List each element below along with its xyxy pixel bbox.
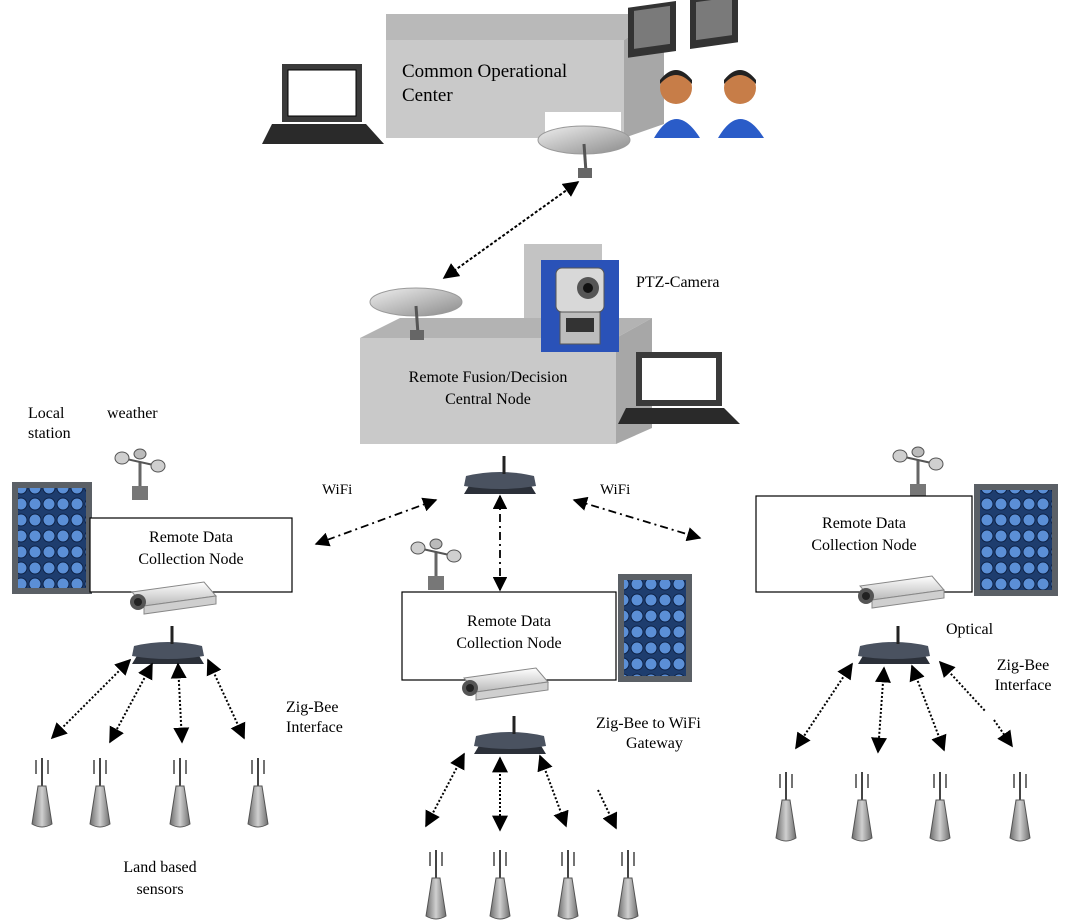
sensors-left	[31, 757, 269, 828]
node-mid-line2: Collection Node	[456, 635, 562, 652]
sensors-right	[775, 771, 1031, 842]
wifi-link-right	[572, 496, 702, 542]
wifi-label-left: WiFi	[322, 482, 353, 494]
sensors-mid	[425, 849, 639, 920]
satellite-dish-top-icon	[536, 112, 632, 180]
node-right-line1: Remote Data	[822, 515, 906, 532]
ptz-camera-icon	[541, 260, 619, 352]
node-mid-line1: Remote Data	[467, 613, 551, 630]
solar-panel-right-icon	[974, 484, 1058, 596]
weather-label-station: station	[28, 425, 71, 438]
operators-icon	[628, 0, 764, 138]
fusion-title-line2: Central Node	[445, 391, 531, 408]
zigbee-left-line2: Interface	[286, 719, 343, 736]
gateway-line1: Zig-Bee to WiFi	[596, 715, 701, 732]
zigbee-links-left	[50, 658, 246, 744]
node-left-box	[89, 517, 293, 593]
zigbee-right-line2: Interface	[994, 677, 1052, 694]
ptz-camera-label: PTZ-Camera	[636, 274, 720, 291]
gateway-line2: Gateway	[626, 735, 683, 752]
anemometer-mid-icon	[409, 537, 463, 592]
node-mid-box	[401, 591, 617, 681]
weather-label-local: Local	[28, 405, 65, 422]
node-left-line2: Collection Node	[138, 551, 244, 568]
wifi-label-right: WiFi	[600, 482, 631, 494]
node-right-box	[755, 495, 973, 593]
laptop-fusion-icon	[618, 352, 740, 424]
fusion-title-line1: Remote Fusion/Decision	[408, 369, 568, 386]
satellite-link-arrow	[442, 181, 580, 279]
router-mid-icon	[472, 714, 548, 756]
weather-label-weather: weather	[107, 405, 158, 422]
solar-panel-left-icon	[12, 482, 92, 594]
zigbee-right-line1: Zig-Bee	[996, 657, 1050, 674]
center-title-line1: Common Operational	[402, 61, 568, 82]
optical-label: Optical	[946, 621, 994, 638]
laptop-icon	[262, 64, 384, 144]
zigbee-links-right	[795, 660, 1013, 754]
node-left-line1: Remote Data	[149, 529, 233, 546]
land-sensors-line2: sensors	[136, 881, 184, 898]
operational-center-box	[386, 14, 664, 138]
wifi-link-left	[314, 497, 438, 547]
land-sensors-line1: Land based	[123, 859, 197, 876]
anemometer-left-icon	[113, 447, 167, 502]
center-title-line2: Center	[402, 85, 453, 106]
node-right-line2: Collection Node	[811, 537, 917, 554]
router-right-icon	[856, 624, 932, 666]
router-center-icon	[462, 454, 538, 496]
zigbee-links-mid	[425, 752, 618, 832]
router-left-icon	[130, 624, 206, 666]
zigbee-left-line1: Zig-Bee	[286, 699, 339, 716]
anemometer-right-icon	[891, 445, 945, 500]
solar-panel-mid-icon	[618, 574, 692, 682]
